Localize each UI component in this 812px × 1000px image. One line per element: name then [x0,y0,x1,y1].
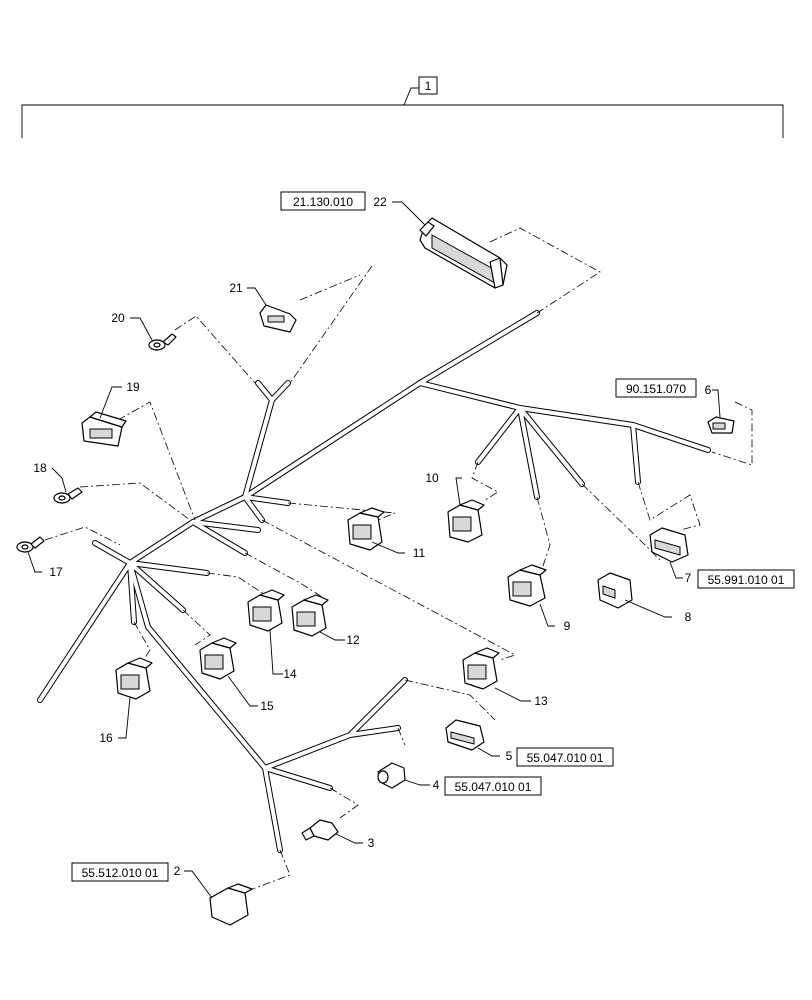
callout-12: 12 [346,633,360,647]
callout-4: 4 [433,778,440,792]
part-5-connector [445,719,485,751]
callout-16: 16 [99,731,113,745]
callout-22: 22 [373,195,387,209]
callout-leaders [27,201,721,899]
part-9-connector [507,564,547,607]
callout-11: 11 [413,546,426,560]
part-10-connector [447,499,485,543]
part-16-connector [115,657,153,700]
part-11-connector [347,507,385,551]
part-22-ecu-connector [419,217,508,289]
callout-3: 3 [368,836,375,850]
callout-5: 5 [506,749,513,763]
part-8-connector [597,572,633,609]
callout-2: 2 [174,864,181,878]
harness-wires [37,310,711,853]
callout-9: 9 [564,619,571,633]
part-13-connector [462,647,500,690]
part-2-connector [209,883,253,926]
callout-19: 19 [126,380,140,394]
reference-4: 55.047.010 01 [455,780,532,794]
callout-6: 6 [705,383,712,397]
part-20-ring-terminal [148,333,177,351]
reference-2: 55.512.010 01 [82,866,159,880]
callout-8: 8 [685,610,692,624]
callout-10: 10 [425,471,439,485]
connection-lines [44,227,753,891]
callout-21: 21 [229,281,243,295]
callout-13: 13 [534,694,548,708]
part-12-connector [291,594,329,637]
callout-1: 1 [425,79,432,93]
callout-numbers: 22 21 20 19 18 17 10 11 9 8 7 6 12 14 15… [33,195,711,878]
part-18-ring-terminal [53,487,83,504]
part-6-connector [707,416,735,434]
reference-22: 21.130.010 [293,195,353,209]
callout-7: 7 [685,571,692,585]
part-7-connector [649,527,689,563]
reference-5: 55.047.010 01 [527,751,604,765]
part-3-connector [301,819,339,841]
callout-15: 15 [260,699,274,713]
callout-17: 17 [49,565,63,579]
callout-14: 14 [283,667,297,681]
callout-20: 20 [111,311,125,325]
part-15-connector [199,637,237,680]
part-21-connector [259,304,297,333]
part-4-connector [377,762,406,789]
part-14-connector [247,589,285,632]
callout-18: 18 [33,461,47,475]
reference-6: 90.151.070 [626,382,686,396]
assembly-bracket: 1 [21,76,784,138]
reference-boxes: 21.130.010 90.151.070 55.991.010 01 55.0… [71,191,795,882]
reference-7: 55.991.010 01 [708,573,785,587]
part-19-connector [81,411,127,447]
part-17-ring-terminal [16,536,45,553]
